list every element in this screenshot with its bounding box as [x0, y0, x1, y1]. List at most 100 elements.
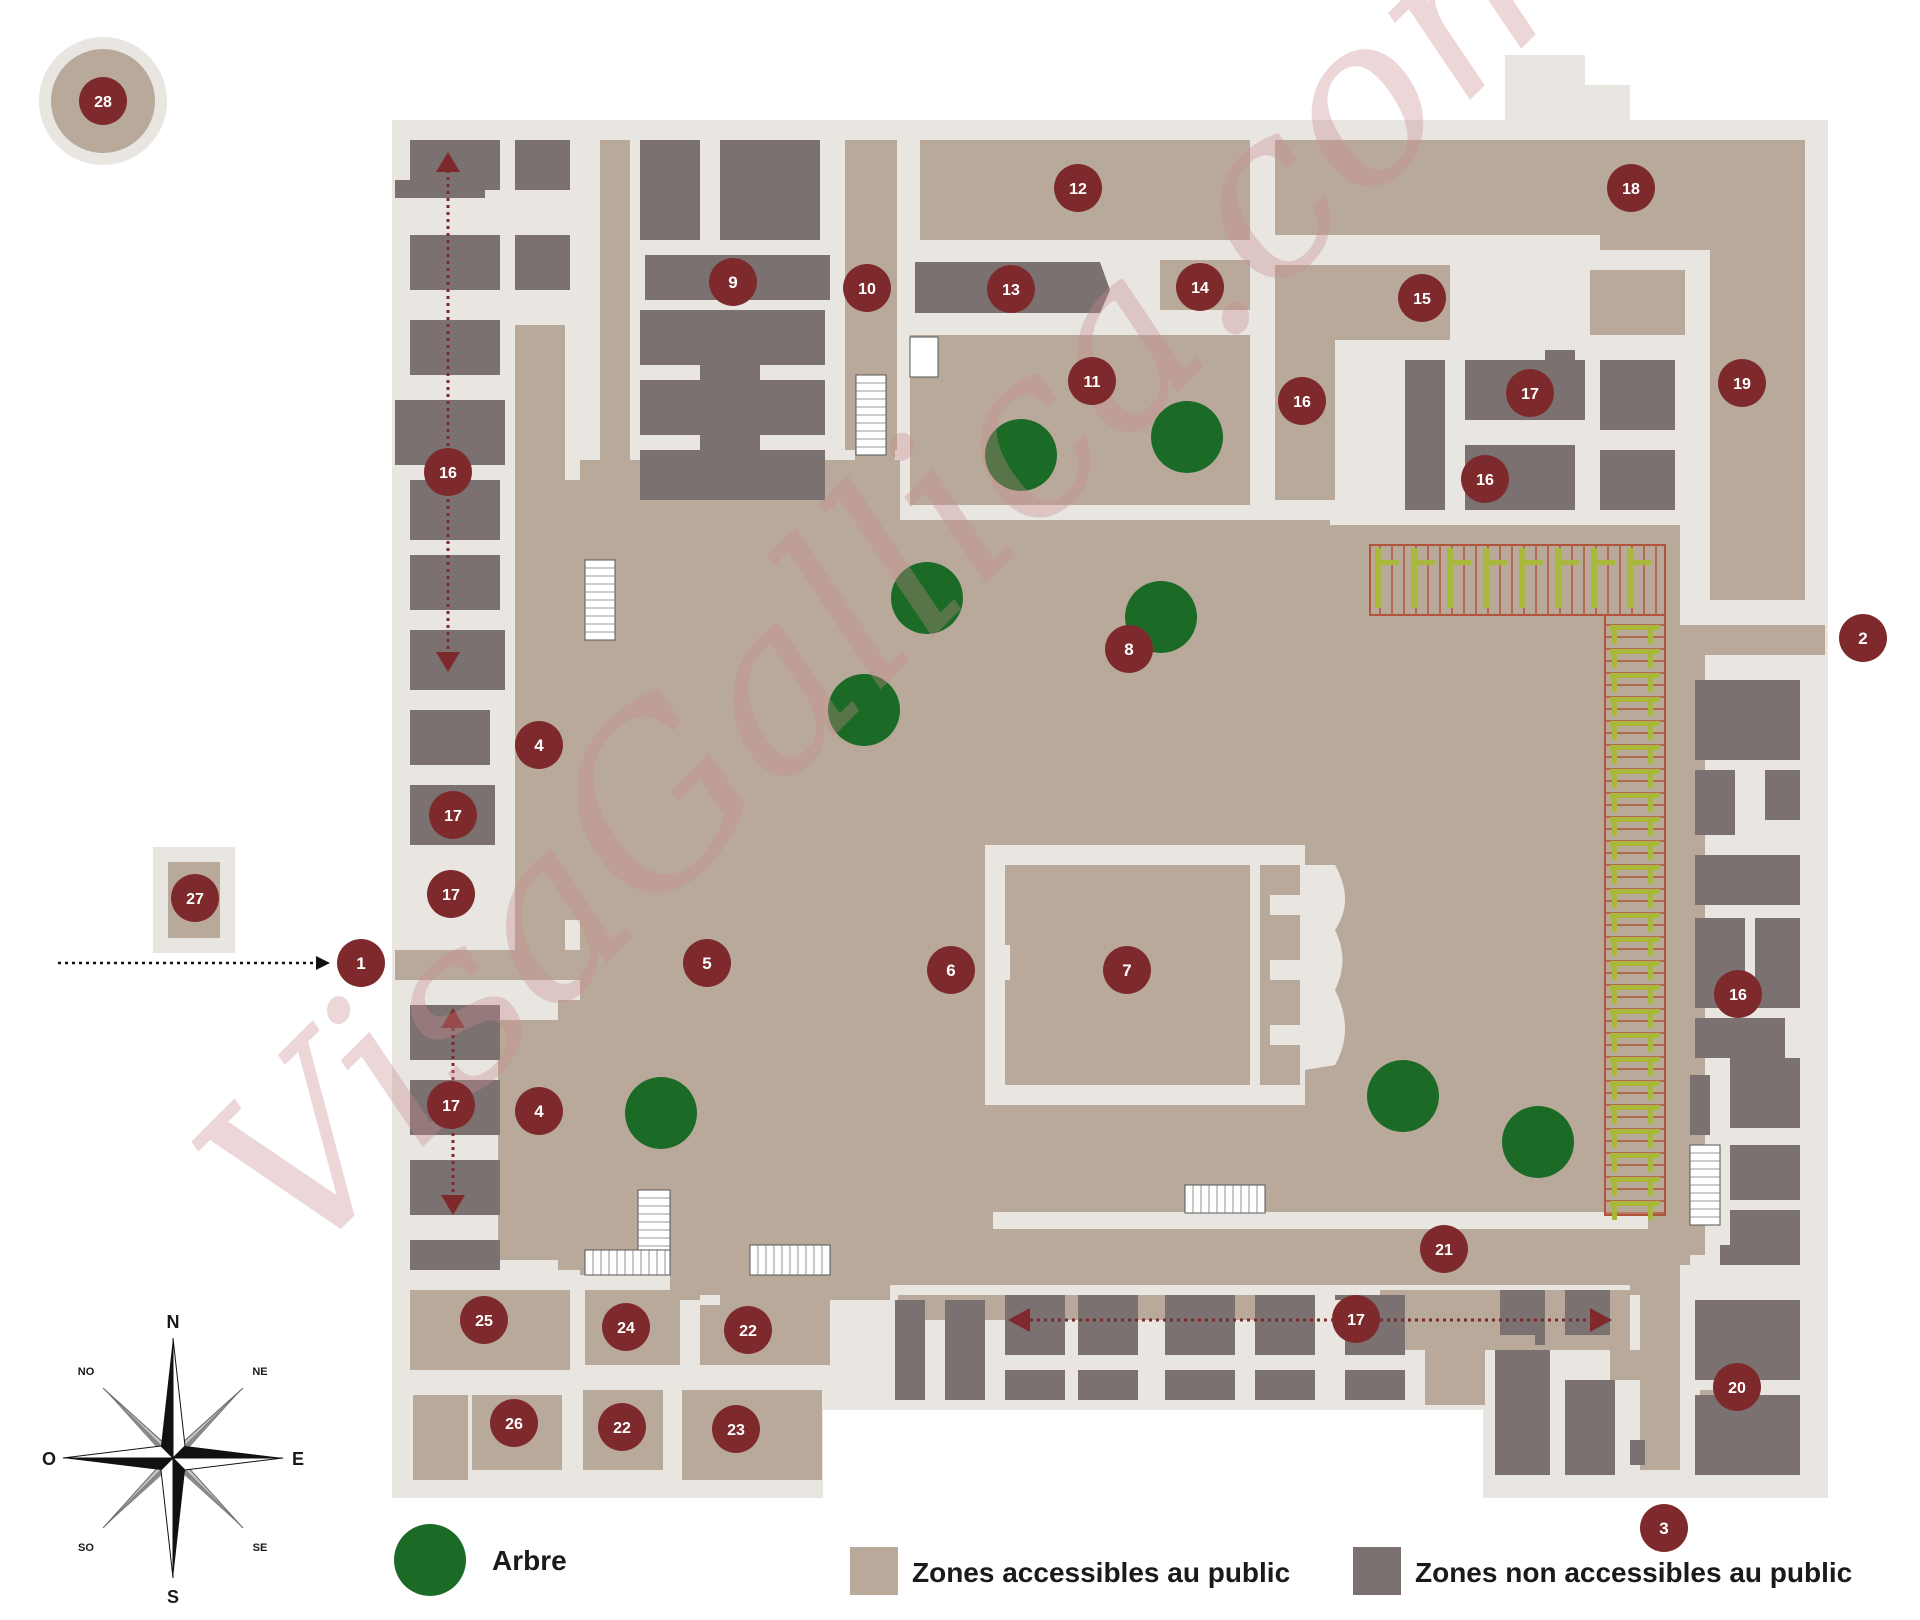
- vine: [1612, 654, 1617, 668]
- marker-22: 22: [598, 1403, 646, 1451]
- marker-circle: [843, 264, 891, 312]
- marker-16: 16: [1278, 377, 1326, 425]
- vine: [1610, 961, 1660, 966]
- vine: [1648, 966, 1653, 980]
- vine: [1648, 1134, 1653, 1148]
- marker-circle: [1103, 946, 1151, 994]
- marker-1: 1: [337, 939, 385, 987]
- marker-circle: [1714, 970, 1762, 1018]
- chapel: [985, 845, 1345, 1105]
- marker-circle: [424, 448, 472, 496]
- marker-circle: [1176, 263, 1224, 311]
- marker-circle: [1718, 359, 1766, 407]
- marker-23: 23: [712, 1405, 760, 1453]
- vine: [1612, 1062, 1617, 1076]
- compass-nw: NO: [78, 1366, 95, 1378]
- compass-south: S: [167, 1587, 179, 1607]
- marker-circle: [515, 1087, 563, 1135]
- marker-label: 7: [1122, 961, 1131, 980]
- vine: [1610, 697, 1660, 702]
- vine: [1610, 1081, 1660, 1086]
- tree: [985, 419, 1057, 491]
- vine: [1627, 560, 1651, 565]
- marker-label: 10: [858, 281, 876, 298]
- marker-6: 6: [927, 946, 975, 994]
- vine: [1610, 985, 1660, 990]
- compass-sw: SO: [78, 1542, 94, 1554]
- marker-circle: [1640, 1504, 1688, 1552]
- marker-circle: [1054, 164, 1102, 212]
- marker-label: 27: [186, 891, 204, 908]
- marker-label: 15: [1413, 291, 1431, 308]
- vine: [1610, 1129, 1660, 1134]
- vine: [1610, 673, 1660, 678]
- vine: [1447, 548, 1453, 608]
- marker-label: 17: [442, 1098, 460, 1115]
- tree: [1367, 1060, 1439, 1132]
- legend-restricted-swatch: [1353, 1547, 1401, 1595]
- vine: [1648, 774, 1653, 788]
- vine: [1648, 990, 1653, 1004]
- marker-label: 20: [1728, 1380, 1746, 1397]
- marker-14: 14: [1176, 263, 1224, 311]
- tree: [828, 674, 900, 746]
- vine: [1411, 560, 1435, 565]
- vine: [1648, 1014, 1653, 1028]
- marker-circle: [598, 1403, 646, 1451]
- vine: [1411, 548, 1417, 608]
- legend: Arbre Zones accessibles au public Zones …: [394, 1524, 1852, 1596]
- vine: [1612, 726, 1617, 740]
- marker-label: 3: [1659, 1519, 1668, 1538]
- vine: [1483, 548, 1489, 608]
- legend-tree-swatch: [394, 1524, 466, 1596]
- tree: [1502, 1106, 1574, 1178]
- vine: [1610, 745, 1660, 750]
- marker-label: 1: [356, 954, 365, 973]
- vine: [1648, 1062, 1653, 1076]
- vine: [1612, 1134, 1617, 1148]
- marker-label: 18: [1622, 181, 1640, 198]
- vine: [1648, 726, 1653, 740]
- marker-19: 19: [1718, 359, 1766, 407]
- compass-ne: NE: [252, 1366, 267, 1378]
- marker-circle: [987, 265, 1035, 313]
- vine: [1612, 798, 1617, 812]
- marker-label: 16: [439, 465, 457, 482]
- marker-27: 27: [171, 874, 219, 922]
- marker-circle: [1713, 1363, 1761, 1411]
- marker-circle: [1105, 625, 1153, 673]
- vine: [1612, 918, 1617, 932]
- marker-circle: [712, 1405, 760, 1453]
- marker-label: 9: [728, 273, 737, 292]
- marker-3: 3: [1640, 1504, 1688, 1552]
- vine: [1648, 942, 1653, 956]
- vine: [1610, 937, 1660, 942]
- vine: [1648, 846, 1653, 860]
- marker-label: 17: [442, 887, 460, 904]
- marker-24: 24: [602, 1303, 650, 1351]
- vine: [1610, 721, 1660, 726]
- marker-label: 21: [1435, 1242, 1453, 1259]
- vine: [1612, 678, 1617, 692]
- vine: [1648, 1206, 1653, 1220]
- vine: [1648, 654, 1653, 668]
- vine: [1610, 889, 1660, 894]
- marker-label: 25: [475, 1313, 493, 1330]
- vine: [1610, 1201, 1660, 1206]
- tree: [1151, 401, 1223, 473]
- marker-circle: [927, 946, 975, 994]
- vine: [1612, 846, 1617, 860]
- vine: [1648, 1110, 1653, 1124]
- vine: [1612, 1086, 1617, 1100]
- marker-label: 14: [1191, 280, 1209, 297]
- marker-12: 12: [1054, 164, 1102, 212]
- vine: [1519, 560, 1543, 565]
- vine: [1610, 817, 1660, 822]
- marker-16: 16: [1714, 970, 1762, 1018]
- vine: [1519, 548, 1525, 608]
- marker-17: 17: [427, 1081, 475, 1129]
- marker-9: 9: [709, 258, 757, 306]
- marker-10: 10: [843, 264, 891, 312]
- vine: [1648, 894, 1653, 908]
- marker-circle: [724, 1306, 772, 1354]
